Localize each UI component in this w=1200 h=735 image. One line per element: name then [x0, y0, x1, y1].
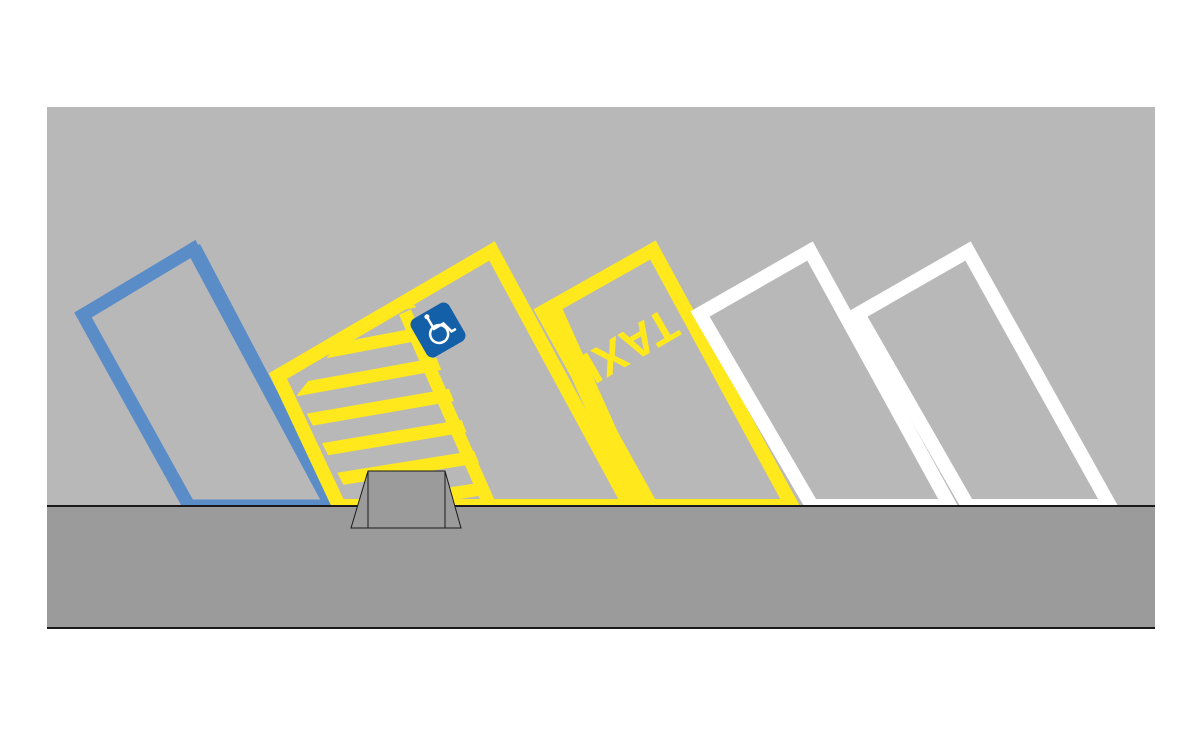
- hatch-divider: [399, 309, 496, 505]
- parking-space-accessible: [268, 241, 638, 505]
- parking-space-white-1: [690, 241, 958, 505]
- wheel-stop: [350, 470, 462, 529]
- accessible-sign: [410, 302, 466, 358]
- parking-space-white-2: [848, 241, 1118, 505]
- parking-space-blue: [74, 239, 338, 505]
- sidewalk: [47, 506, 1155, 628]
- taxi-thick-edge: [543, 307, 650, 505]
- wheelchair-icon: [424, 314, 457, 345]
